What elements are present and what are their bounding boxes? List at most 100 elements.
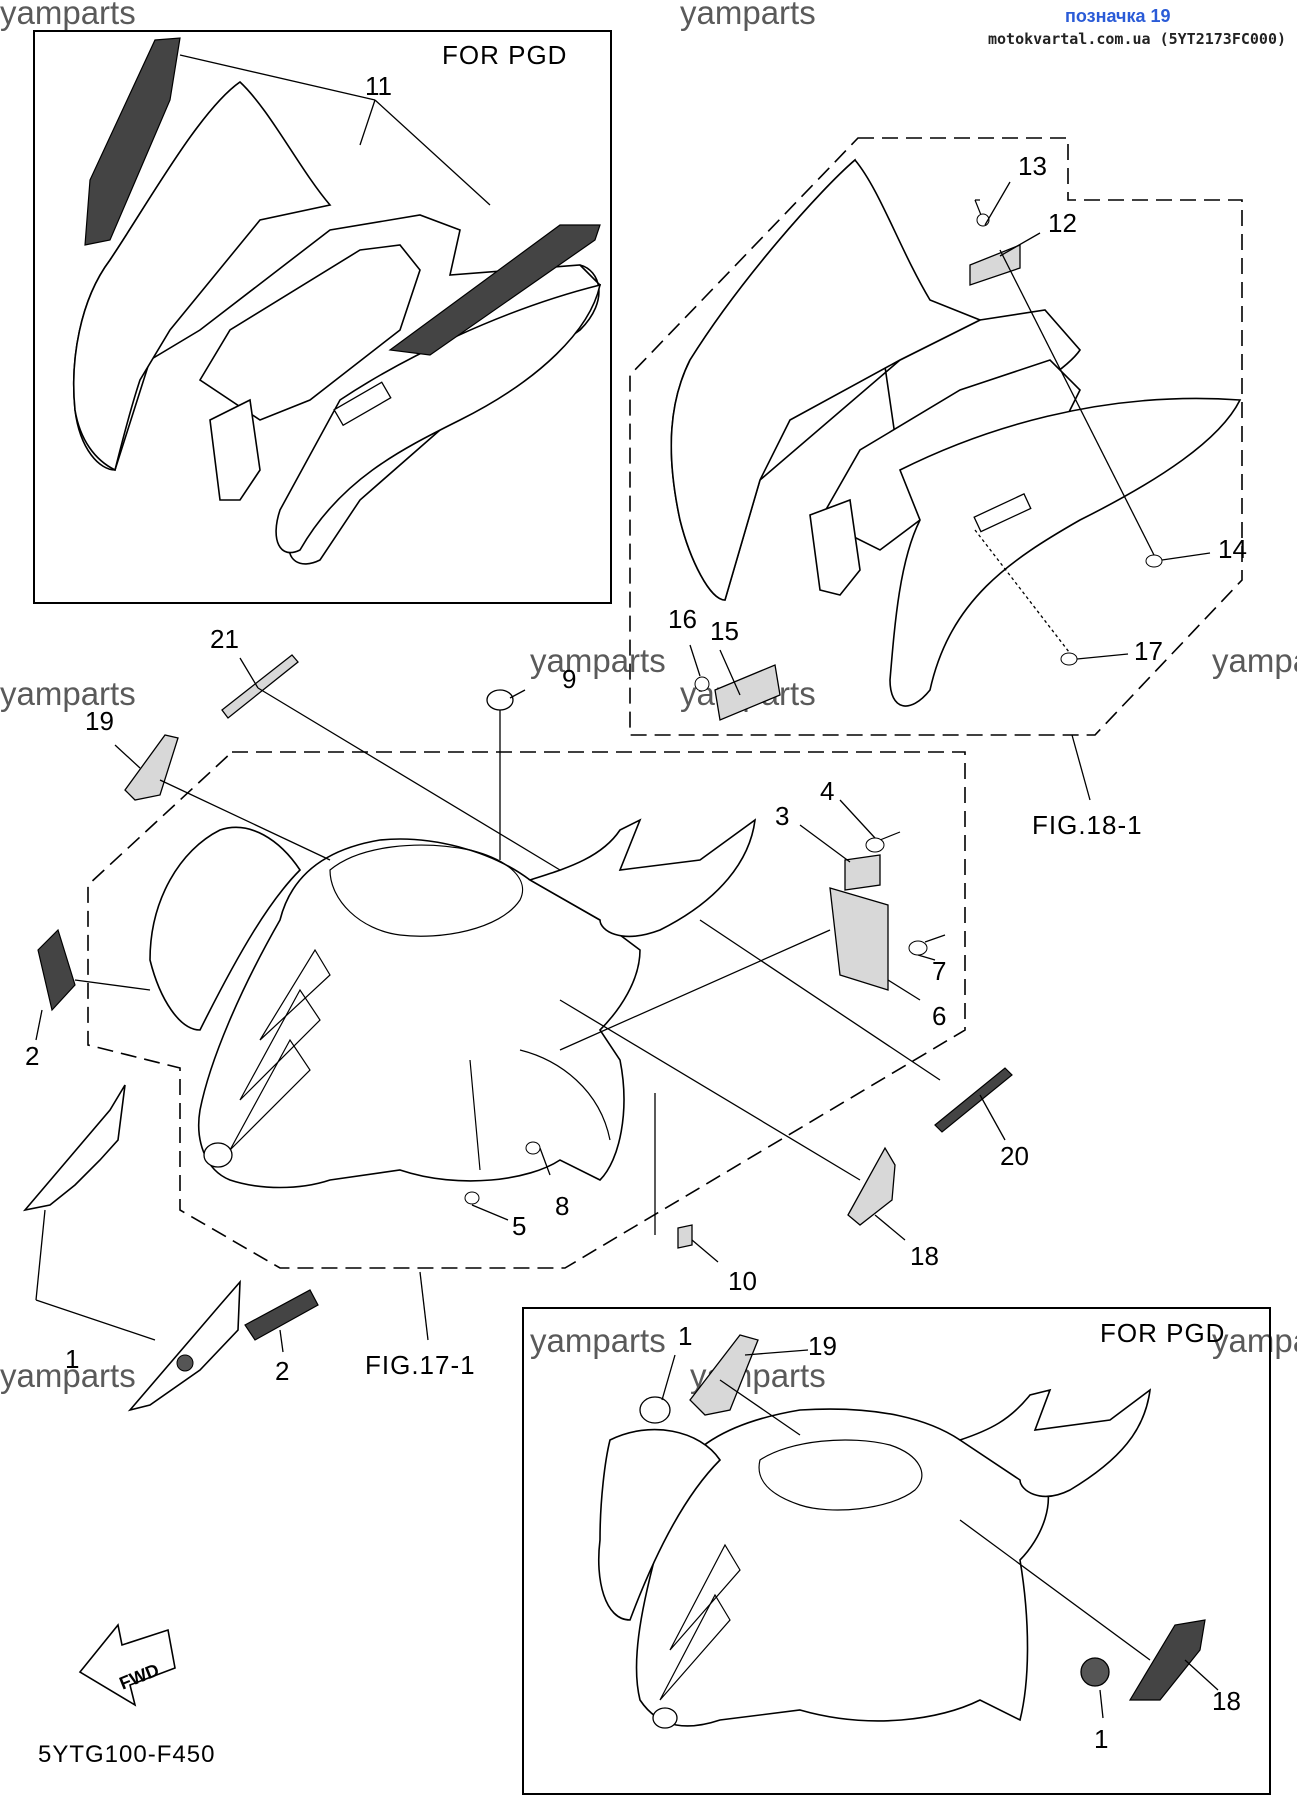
part-7-head xyxy=(908,940,928,956)
fwd-arrow-shape xyxy=(78,1623,176,1707)
leader-21 xyxy=(239,657,259,689)
leader-20 xyxy=(979,1094,1006,1141)
callout-18: 18 xyxy=(910,1241,939,1271)
callout-16: 16 xyxy=(668,604,697,634)
raptor-decal-left xyxy=(84,37,181,246)
callout-2: 2 xyxy=(275,1356,289,1386)
front-fender-hood xyxy=(329,844,524,937)
leader-20-axis xyxy=(699,919,941,1081)
for-pgd-box-top: FOR PGD 11 xyxy=(33,30,612,604)
leader-11b xyxy=(179,54,376,101)
callout-18: 18 xyxy=(1212,1686,1241,1716)
side-reflector xyxy=(333,381,392,427)
front-fender-louvre-1 xyxy=(229,1038,311,1151)
pgd-fender-body xyxy=(635,1408,1050,1727)
callout-5: 5 xyxy=(512,1211,526,1241)
yamaha-emblem-small xyxy=(176,1354,194,1372)
leader-7 xyxy=(917,954,936,961)
pgd-louvre-1 xyxy=(659,1593,731,1701)
pgd-emblem-1 xyxy=(639,1396,671,1424)
leader-12 xyxy=(999,232,1041,257)
leader-16 xyxy=(689,644,701,677)
for-pgd-box-bottom: FOR PGD 1 19 18 1 xyxy=(522,1307,1271,1795)
fig18-storage xyxy=(809,498,861,596)
pgd-decal-19 xyxy=(689,1334,759,1416)
callout-19: 19 xyxy=(808,1331,837,1361)
watermark: yamparts xyxy=(0,0,136,31)
leader-18-pgd-axis xyxy=(959,1519,1151,1661)
part-15-plate xyxy=(714,664,781,721)
part-5-nut xyxy=(464,1191,480,1205)
diagram-code: 5YTG100-F450 xyxy=(38,1741,215,1768)
leader-17 xyxy=(1076,653,1129,660)
leader-1-left xyxy=(35,1209,156,1341)
leader-11 xyxy=(359,99,376,146)
part-18-decal xyxy=(847,1146,896,1226)
box-title: FOR PGD xyxy=(1100,1318,1225,1348)
front-fender-right-wing xyxy=(528,818,757,938)
front-fender-louvre-3 xyxy=(259,948,331,1041)
rear-right-panel xyxy=(275,283,602,554)
watermark: yamparts xyxy=(1212,1322,1297,1359)
callout-20: 20 xyxy=(1000,1141,1029,1171)
box-frame xyxy=(33,30,612,604)
part-1-decal-bottom xyxy=(127,1279,241,1412)
leader-18-pgd xyxy=(1184,1659,1219,1691)
fig18-dashed-outline xyxy=(629,137,1243,736)
raptor-decal-right xyxy=(388,224,601,356)
leader-21-axis xyxy=(257,687,561,871)
fig-17-label: FIG.17-1 xyxy=(365,1350,476,1380)
leader-2-bottom xyxy=(279,1329,284,1353)
part-20-strip xyxy=(934,1067,1013,1133)
box-frame xyxy=(522,1307,1271,1795)
part-4-head xyxy=(865,837,885,853)
callout-9: 9 xyxy=(562,664,576,694)
part-3-plate xyxy=(844,854,881,891)
fig-18-assembly: 13 12 14 17 16 15 FIG.18-1 xyxy=(629,137,1247,840)
part-8-nut xyxy=(525,1141,541,1155)
fig18-fender-right xyxy=(889,397,1242,707)
leader-14 xyxy=(1161,552,1211,561)
callout-11: 11 xyxy=(365,71,392,101)
leader-17-dotted xyxy=(974,529,1070,653)
part-2-decal-left xyxy=(37,928,76,1012)
leader-4 xyxy=(839,799,876,839)
header-source: motokvartal.com.ua (5YT2173FC000) xyxy=(988,30,1286,48)
callout-1: 1 xyxy=(678,1321,692,1351)
leader-13 xyxy=(984,181,1011,226)
callout-10: 10 xyxy=(728,1266,757,1296)
header-link[interactable]: позначка 19 xyxy=(1065,6,1171,26)
watermark: yamparts xyxy=(0,1357,136,1394)
callout-1: 1 xyxy=(65,1344,79,1374)
leader-2-left xyxy=(35,1009,43,1041)
leader-13-axis xyxy=(999,249,1155,556)
leader-18 xyxy=(874,1214,906,1241)
front-fender-left-wing xyxy=(149,826,302,1031)
front-fender-body xyxy=(198,838,641,1189)
callout-1: 1 xyxy=(1094,1724,1108,1754)
leader-11c xyxy=(374,99,491,206)
leader-3 xyxy=(799,824,851,863)
callout-12: 12 xyxy=(1048,208,1077,238)
callout-7: 7 xyxy=(932,956,946,986)
pgd-headlight-hole xyxy=(652,1707,678,1729)
pgd-raptor-decal-18 xyxy=(1128,1619,1206,1701)
front-fender-louvre-2 xyxy=(239,988,321,1101)
leader-fig17 xyxy=(419,1271,429,1341)
callout-8: 8 xyxy=(555,1191,569,1221)
callout-2: 2 xyxy=(25,1041,39,1071)
leader-8 xyxy=(539,1147,551,1176)
callout-4: 4 xyxy=(820,776,834,806)
leader-2-left-axis xyxy=(74,979,151,991)
part-1-decal-left xyxy=(22,1084,126,1212)
callout-19: 19 xyxy=(85,706,114,736)
part-14-nut xyxy=(1145,554,1163,568)
watermark: yamparts xyxy=(0,675,136,712)
fig-18-label: FIG.18-1 xyxy=(1032,810,1143,840)
callout-14: 14 xyxy=(1218,534,1247,564)
leader-10 xyxy=(691,1239,719,1263)
leader-6-axis xyxy=(559,929,831,1051)
part-2-decal-bottom xyxy=(244,1289,319,1341)
callout-21: 21 xyxy=(210,624,239,654)
callout-3: 3 xyxy=(775,801,789,831)
